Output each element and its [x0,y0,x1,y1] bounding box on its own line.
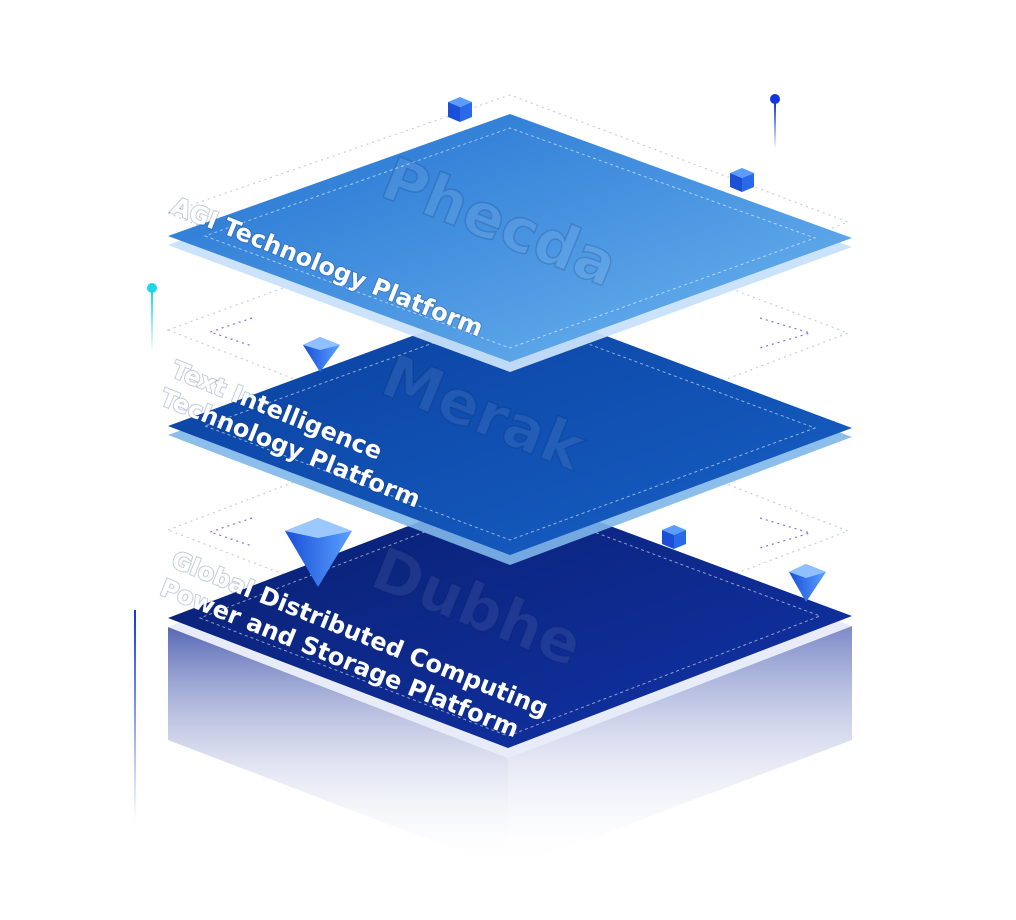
cube-icon [448,97,472,122]
cube-icon [662,525,686,549]
pin-marker-icon [770,94,780,149]
cube-icon [730,168,754,192]
cone-marker-icon [285,518,352,587]
layer-top-plate: Phecda [168,114,852,372]
pin-marker-icon [147,283,157,352]
layer-bottom-plate: Dubhe [168,488,852,758]
cone-marker-icon [789,564,826,602]
base-block [168,626,852,870]
cone-marker-icon [303,337,340,372]
vertical-accent-line [134,610,136,820]
layer-middle-plate: Merak [168,300,852,565]
